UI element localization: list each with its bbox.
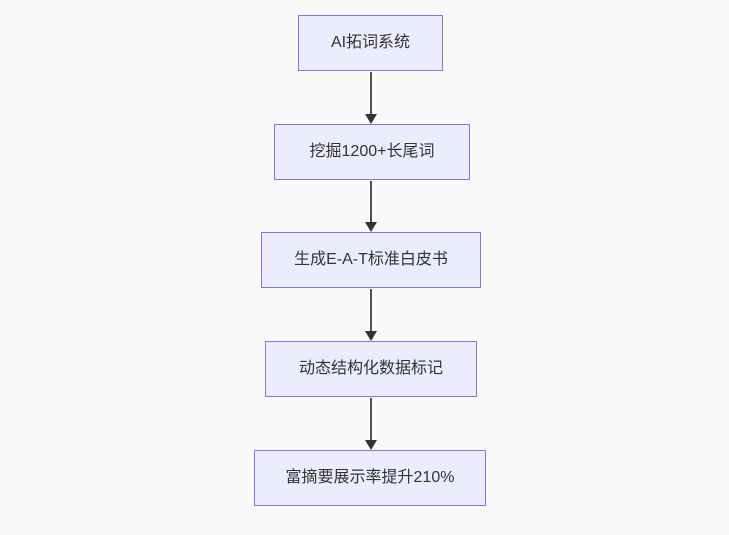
flow-node-ai-word-system: AI拓词系统 <box>298 15 443 71</box>
flow-node-structured-data: 动态结构化数据标记 <box>265 341 477 397</box>
flow-node-label: 生成E-A-T标准白皮书 <box>294 251 448 269</box>
flow-node-label: 动态结构化数据标记 <box>298 360 443 378</box>
arrow-n1-n2 <box>365 72 377 124</box>
flow-node-eat-whitepaper: 生成E-A-T标准白皮书 <box>261 232 481 288</box>
flow-node-label: 挖掘1200+长尾词 <box>309 143 435 161</box>
arrow-n4-n5 <box>365 398 377 450</box>
arrow-n2-n3 <box>365 181 377 232</box>
arrow-n3-n4 <box>365 289 377 341</box>
flow-node-label: AI拓词系统 <box>330 34 411 52</box>
flow-node-rich-snippet-result: 富摘要展示率提升210% <box>254 450 486 506</box>
flow-node-longtail-mining: 挖掘1200+长尾词 <box>274 124 470 180</box>
flow-node-label: 富摘要展示率提升210% <box>285 469 455 487</box>
